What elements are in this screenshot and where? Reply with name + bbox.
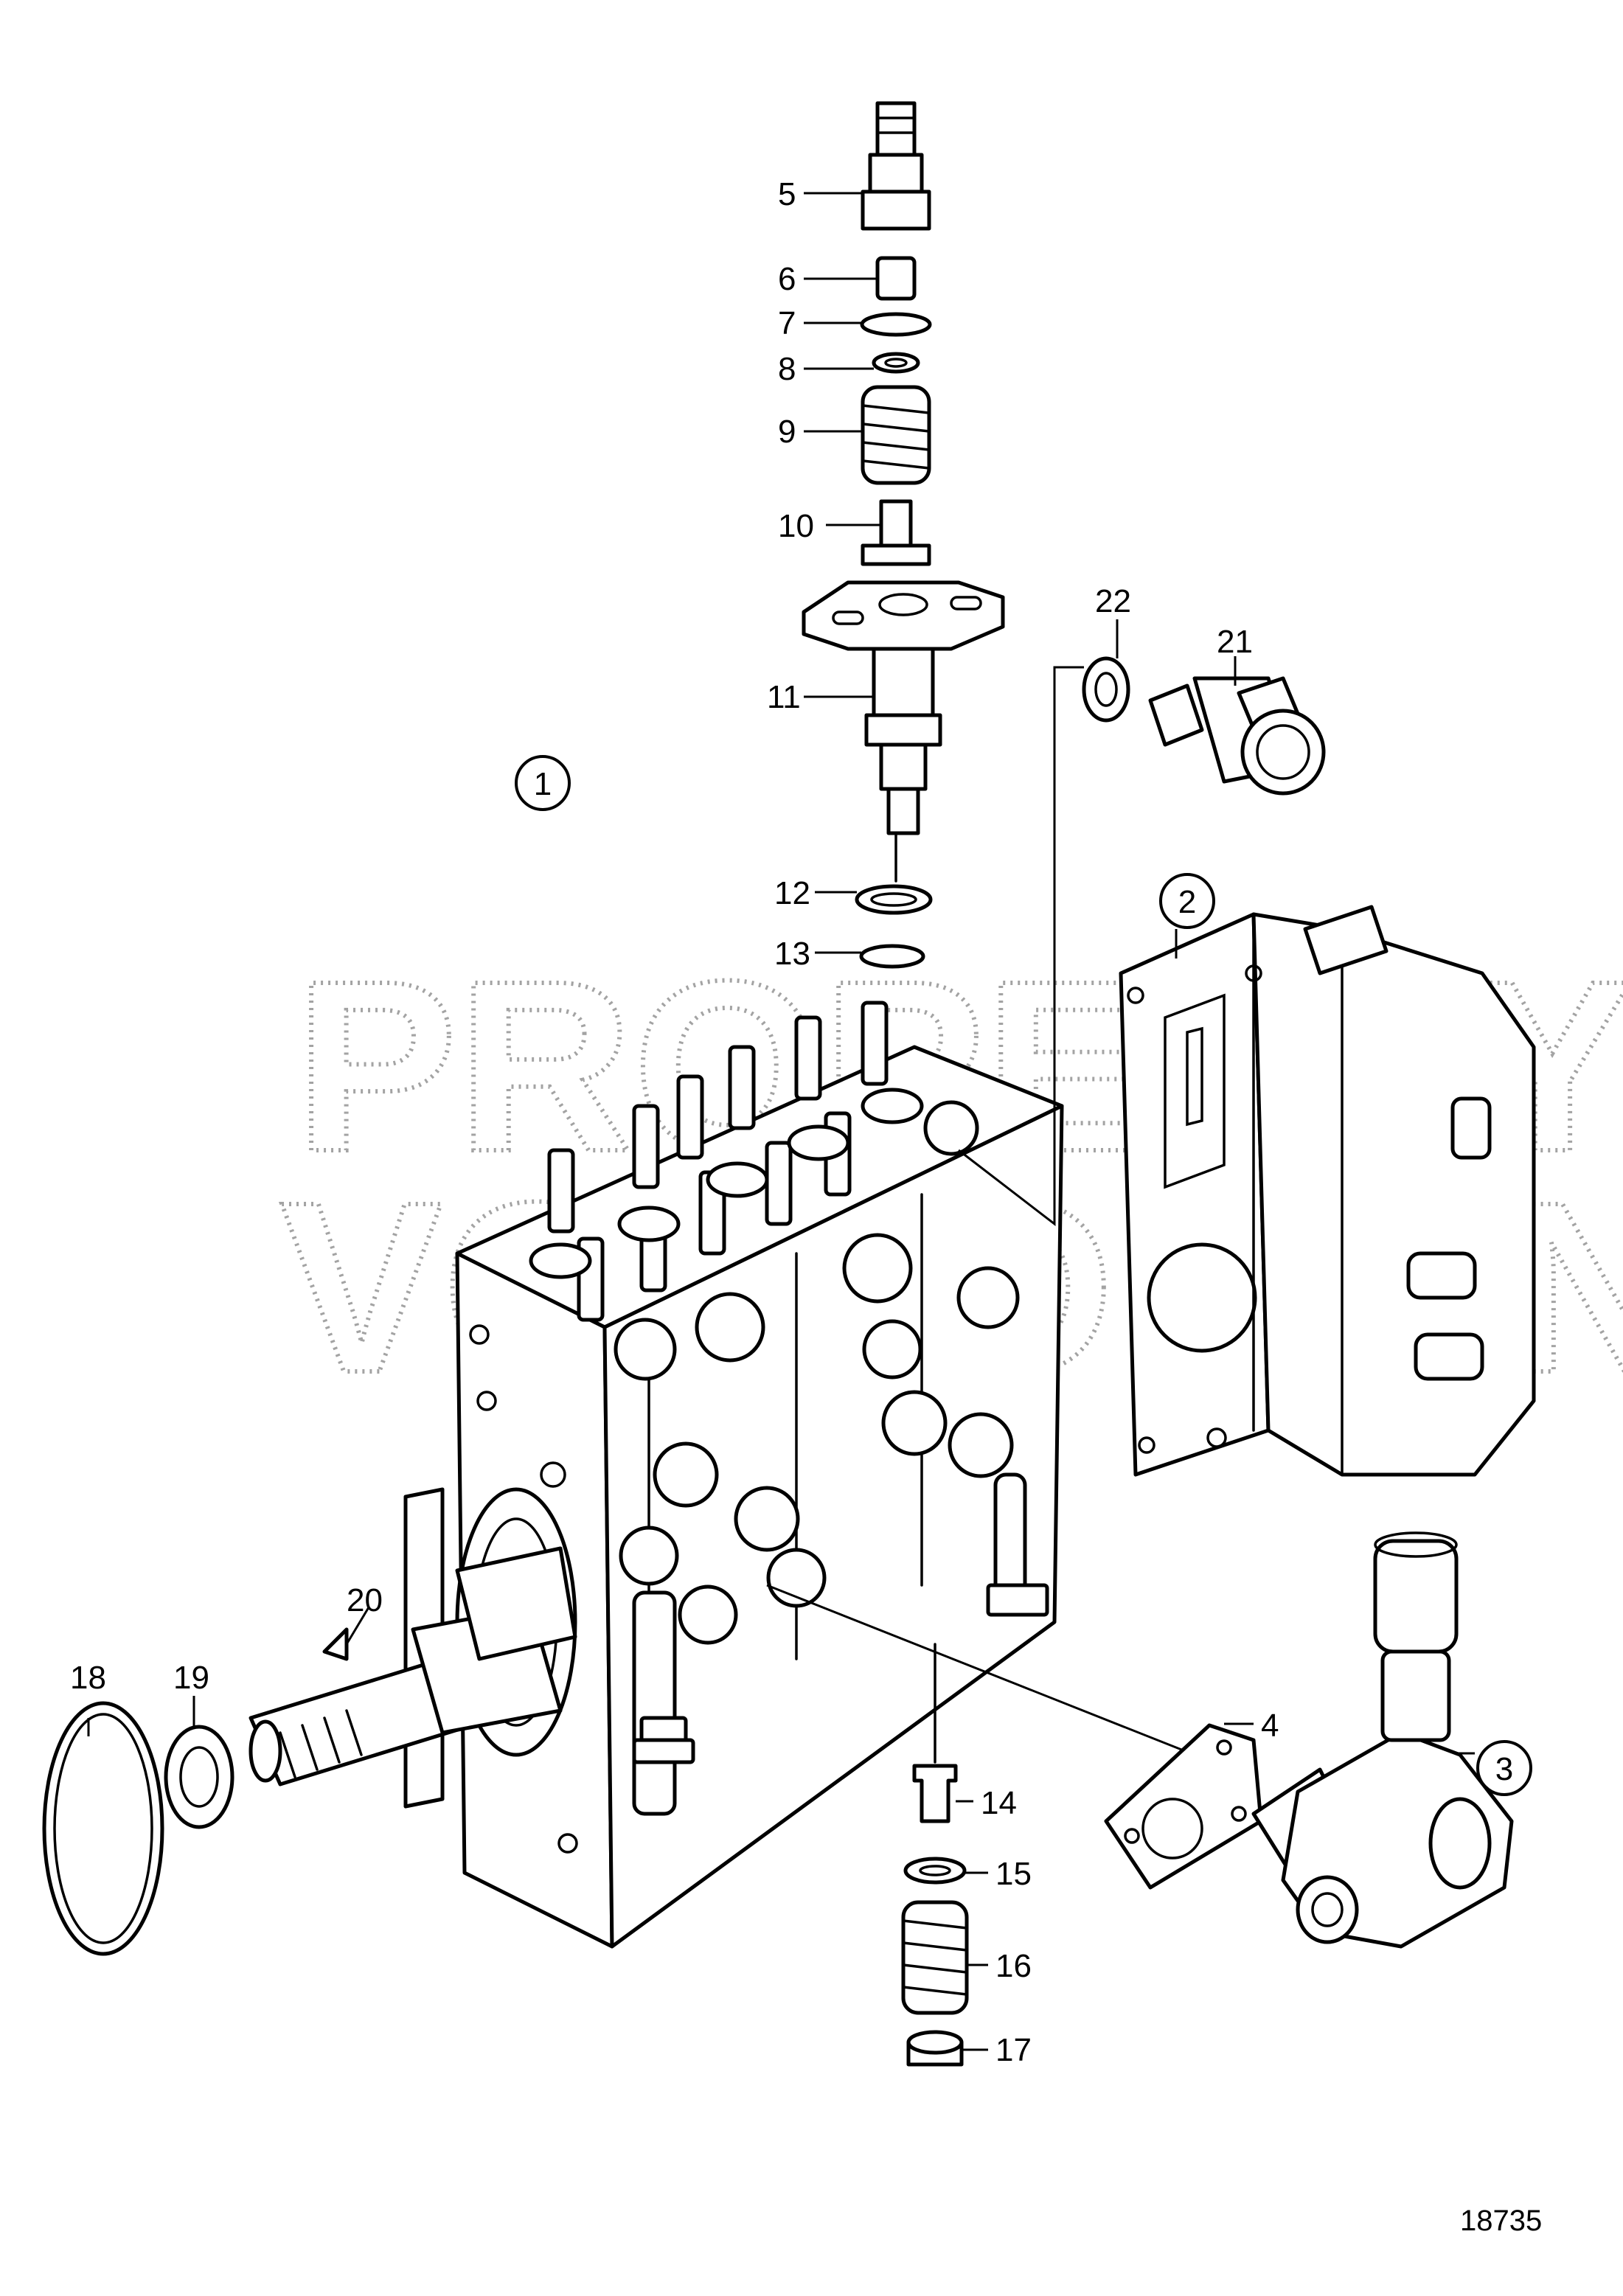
housing-bores [529,1088,979,1279]
part-16-spring [901,1900,969,2015]
label-18: 18 [70,1660,106,1696]
part-22-washer [1082,656,1130,723]
part-11-body [864,647,942,835]
part-4-gasket [1104,1723,1263,1890]
part-15-spring-seat [903,1857,967,1885]
circled-label-3: 3 [1476,1740,1532,1796]
label-13: 13 [774,936,810,972]
label-7: 7 [778,305,796,341]
leader-cover-to-part-22 [958,666,1084,1227]
label-17: 17 [995,2032,1032,2068]
part-10-valve-seat [861,499,931,566]
part-20-key [322,1627,349,1661]
label-5: 5 [778,176,796,212]
circled-label-1: 1 [515,755,571,811]
svg-text:3: 3 [1495,1751,1513,1787]
svg-text:2: 2 [1178,884,1196,920]
part-21-valve [1148,676,1326,796]
delivery-valve-stack [802,101,1005,883]
label-19: 19 [173,1660,209,1696]
label-11: 11 [767,679,801,715]
part-8-washer [872,352,920,374]
part-7-o-ring [860,312,932,337]
part-14-tappet [912,1764,958,1823]
pump-cover [1119,905,1536,1477]
label-16: 16 [995,1948,1032,1984]
part-13-o-ring [859,944,925,969]
label-15: 15 [995,1856,1032,1892]
part-3-feed-pump [1251,1531,1514,1949]
leader-housing-to-gasket [766,1584,1195,1756]
part-18-o-ring [42,1701,164,1956]
label-12: 12 [774,875,810,911]
figure-number: 18735 [1460,2205,1542,2237]
camshaft [249,1546,577,1787]
part-12-sealing-ring [855,884,933,915]
part-19-shaft-seal [164,1725,234,1829]
label-22: 22 [1095,583,1131,619]
label-6: 6 [778,261,796,297]
label-4: 4 [1261,1708,1279,1744]
label-20: 20 [347,1582,383,1618]
part-9-spring [861,385,931,485]
part-6-valve [875,256,917,301]
leader-lines [192,192,1475,2051]
label-21: 21 [1217,624,1253,660]
label-14: 14 [981,1785,1017,1821]
part-5-holder [861,101,931,231]
svg-text:1: 1 [534,766,552,802]
part-labels: 4 5 6 7 8 9 10 11 12 13 14 15 16 17 18 1… [70,176,1279,2068]
label-9: 9 [778,414,796,450]
label-10: 10 [778,508,814,544]
label-8: 8 [778,351,796,387]
circled-label-2: 2 [1159,873,1215,929]
